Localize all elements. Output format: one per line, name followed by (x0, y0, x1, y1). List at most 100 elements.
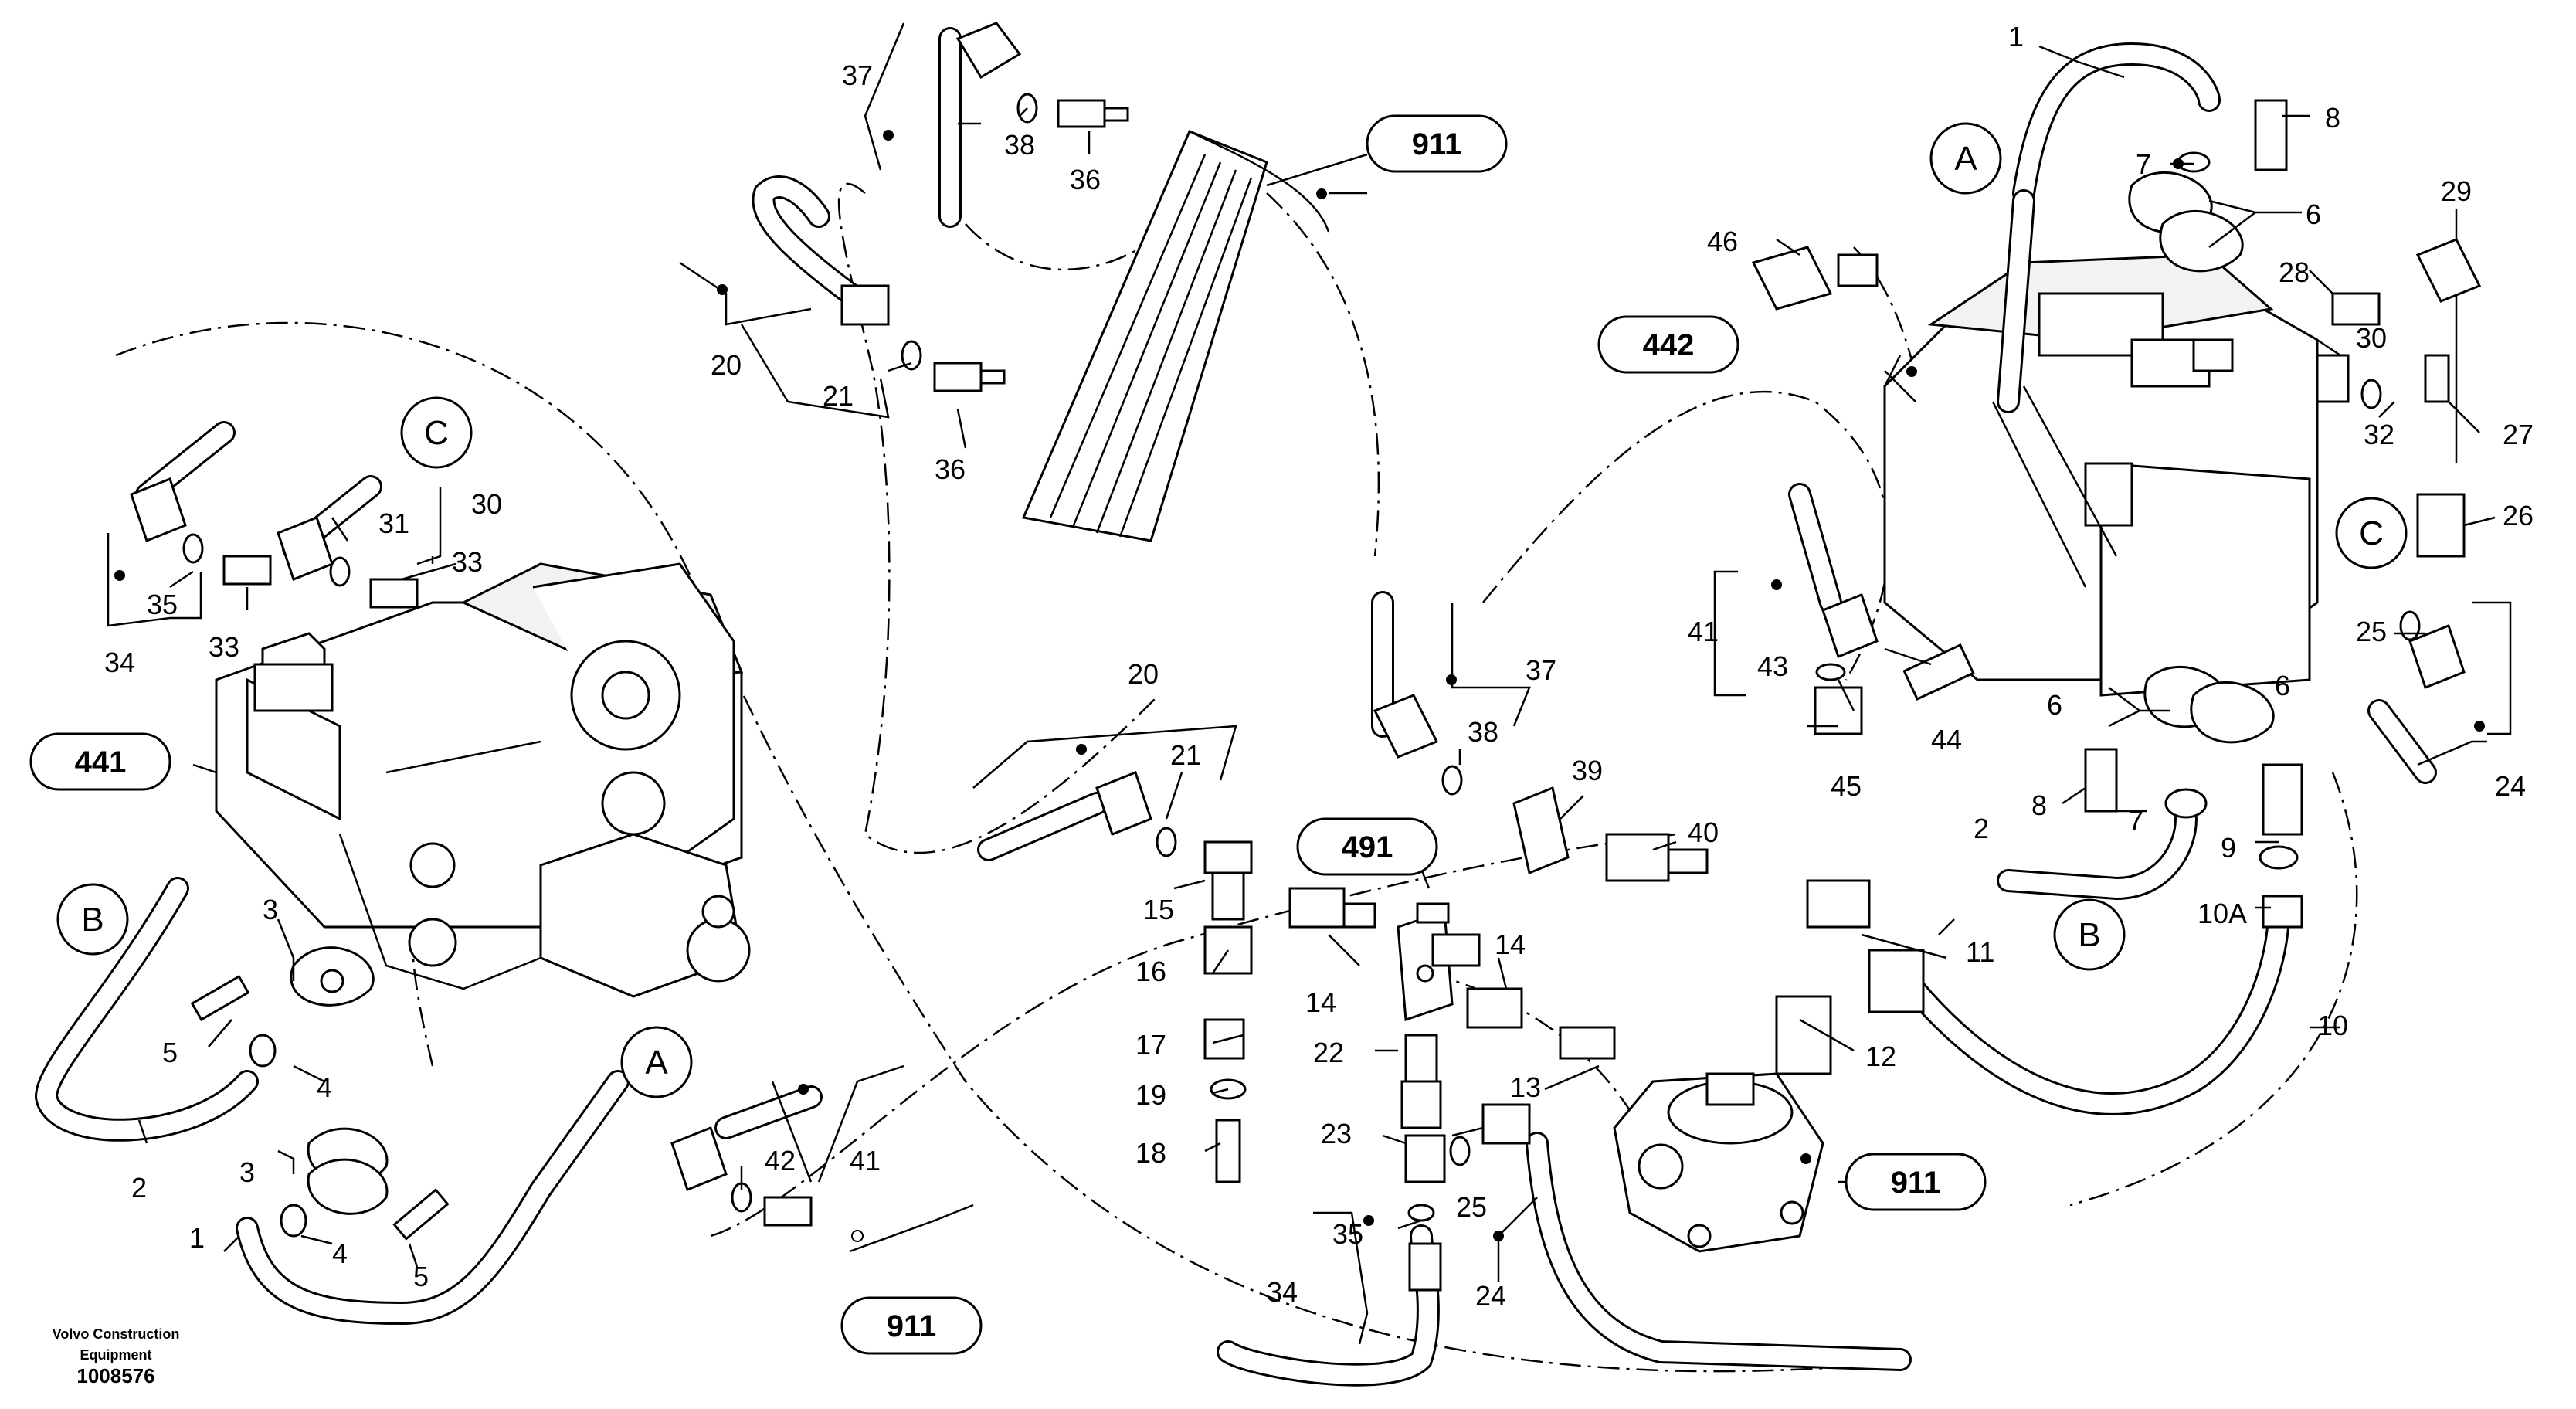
callout-45: 45 (1831, 770, 1862, 802)
route-line-pump-loop (1482, 390, 1890, 681)
marker-c-left: C (400, 396, 473, 469)
ref-911-bottom-label: 911 (887, 1309, 937, 1343)
reference-491[interactable]: 491 (1296, 817, 1438, 876)
leader-dots (114, 130, 2485, 1242)
pump-442 (1883, 253, 2319, 697)
callout-12: 12 (1865, 1041, 1896, 1072)
reference-911-right[interactable]: 911 (1845, 1153, 1987, 1211)
callout-38-mid: 38 (1468, 716, 1498, 748)
callout-20-mid: 20 (1128, 658, 1159, 690)
callout-40: 40 (1688, 817, 1719, 848)
callout-17: 17 (1135, 1029, 1166, 1061)
callout-24-bottom: 24 (1475, 1280, 1506, 1312)
callout-43: 43 (1757, 650, 1788, 682)
callout-3-bottom: 3 (239, 1156, 255, 1188)
callout-44: 44 (1931, 724, 1962, 755)
marker-a-top: A (1929, 122, 2002, 195)
callout-7-top: 7 (2136, 148, 2151, 180)
callout-30-left: 30 (471, 488, 502, 520)
callout-4-bottom: 4 (332, 1238, 348, 1269)
callout-14-right: 14 (1495, 929, 1526, 960)
callout-6-mid-right: 6 (2275, 670, 2290, 701)
callout-10a: 10A (2198, 898, 2247, 929)
marker-c-right: C (2335, 497, 2408, 569)
reference-911-top[interactable]: 911 (1366, 114, 1508, 173)
callout-11: 11 (1966, 936, 1994, 968)
callout-4-top: 4 (317, 1071, 332, 1103)
ref-442-label: 442 (1643, 328, 1695, 362)
svg-text:B: B (81, 901, 104, 939)
callout-36-top: 36 (1070, 164, 1101, 195)
motor-441 (215, 562, 751, 998)
callout-35-left: 35 (147, 589, 178, 620)
reference-911-bottom[interactable]: 911 (840, 1296, 983, 1355)
route-line-to-pump (1266, 192, 1380, 557)
callout-18: 18 (1135, 1137, 1166, 1169)
callout-8-mid: 8 (2031, 789, 2047, 821)
valve-block-911-top (1021, 130, 1330, 542)
callout-5-bottom: 5 (413, 1261, 429, 1292)
callout-28: 28 (2279, 256, 2310, 288)
callout-30-right: 30 (2356, 322, 2387, 354)
callout-37-mid: 37 (1526, 654, 1556, 686)
svg-text:C: C (424, 414, 449, 452)
callout-13: 13 (1510, 1071, 1541, 1103)
footer-brand: Volvo Construction Equipment 1008576 (53, 1326, 180, 1387)
callout-19: 19 (1135, 1079, 1166, 1111)
callout-33-right: 33 (452, 546, 483, 578)
callout-3-top: 3 (263, 894, 278, 925)
callout-42: 42 (765, 1145, 796, 1176)
callout-6-mid-left: 6 (2047, 689, 2062, 721)
callout-38-top: 38 (1004, 129, 1035, 161)
callout-36-mid: 36 (935, 453, 966, 485)
svg-text:B: B (2078, 916, 2100, 954)
route-line-bottom (710, 833, 1677, 1238)
route-line-motor-loop (115, 321, 1839, 1373)
brand-line-2: Equipment (80, 1347, 152, 1363)
drawing-id: 1008576 (76, 1364, 154, 1387)
callout-1-top: 1 (2008, 21, 2024, 53)
callout-1-left: 1 (189, 1222, 205, 1254)
route-line-491 (1428, 972, 1647, 1136)
callout-39: 39 (1572, 755, 1603, 786)
callout-9: 9 (2221, 832, 2236, 864)
leader-lines (107, 22, 2512, 1345)
callout-8-top: 8 (2325, 102, 2340, 134)
callout-25-bottom: 25 (1456, 1191, 1487, 1223)
callout-41-left: 41 (850, 1145, 881, 1176)
svg-text:A: A (1954, 140, 1977, 178)
callout-22: 22 (1313, 1037, 1344, 1068)
callout-numbers: 1 8 7 6 29 28 30 27 32 26 25 24 46 41 43… (104, 21, 2534, 1312)
callout-31: 31 (378, 508, 409, 539)
svg-text:C: C (2359, 514, 2384, 552)
reference-442[interactable]: 442 (1597, 315, 1739, 374)
marker-b-left: B (56, 883, 129, 956)
callout-7-mid: 7 (2128, 805, 2143, 837)
ref-491-label: 491 (1342, 830, 1393, 864)
route-line-right-loop (2069, 772, 2358, 1207)
reference-441[interactable]: 441 (29, 732, 171, 791)
callout-16: 16 (1135, 956, 1166, 987)
callout-2-right: 2 (1974, 813, 1989, 844)
callout-20-top: 20 (711, 349, 742, 381)
ref-911-right-label: 911 (1891, 1166, 1941, 1200)
callout-34-bottom: 34 (1267, 1276, 1298, 1308)
callout-23: 23 (1321, 1118, 1352, 1149)
svg-text:A: A (645, 1044, 668, 1081)
callout-25-right: 25 (2356, 616, 2387, 647)
route-line-hose20-left (837, 182, 1159, 854)
valve-491 (1397, 902, 1481, 1022)
callout-27: 27 (2503, 419, 2534, 450)
callout-29: 29 (2441, 175, 2472, 207)
callout-2-left: 2 (131, 1172, 147, 1204)
callout-10: 10 (2317, 1010, 2348, 1041)
ref-911-label: 911 (1412, 127, 1462, 161)
callout-41-right: 41 (1688, 616, 1719, 647)
ref-441-label: 441 (75, 745, 127, 779)
callout-21-mid: 21 (1170, 739, 1201, 771)
callout-46: 46 (1707, 226, 1738, 257)
fittings (130, 22, 2482, 1292)
callout-5-top: 5 (162, 1037, 178, 1068)
callout-6-top: 6 (2306, 199, 2321, 230)
